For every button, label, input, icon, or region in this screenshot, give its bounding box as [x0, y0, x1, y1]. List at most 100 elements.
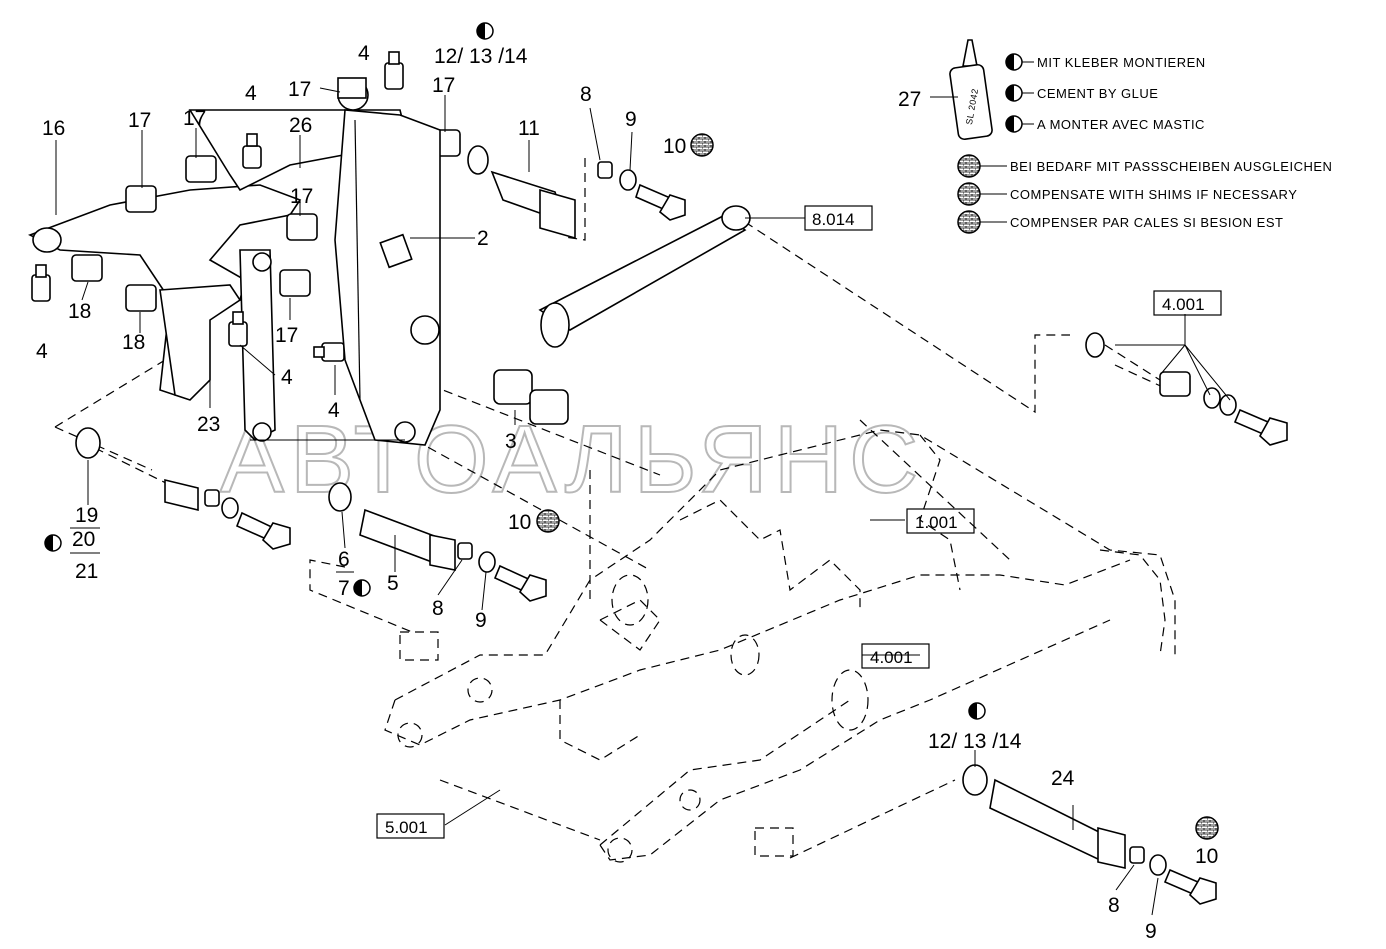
glue-half-icon [968, 702, 986, 720]
callout-10: 10 [1195, 845, 1218, 868]
shim-icon [690, 133, 714, 157]
loader-frame-outline [384, 429, 1176, 863]
pin-19-21 [94, 447, 199, 512]
callout-23: 23 [197, 413, 220, 436]
ref-1001-label: 1.001 [915, 513, 958, 532]
legend-glue-en: CEMENT BY GLUE [1037, 86, 1158, 101]
shim-icon [957, 182, 981, 206]
bushing-17-b [185, 155, 217, 183]
callout-18: 18 [122, 331, 145, 354]
washer-left [221, 497, 239, 519]
washer-6 [328, 482, 352, 512]
callout-5: 5 [387, 572, 399, 595]
ref-box-4001-mid [861, 643, 930, 669]
bushing-17-a [125, 185, 157, 213]
shim-icon [957, 154, 981, 178]
callout-2: 2 [477, 227, 489, 250]
washer-12-top [467, 145, 489, 175]
grease-nipple-left-top [242, 133, 262, 169]
glue-bottle-icon: SL 2042 [949, 39, 993, 141]
callout-20: 20 [72, 528, 95, 551]
callout-10: 10 [508, 511, 531, 534]
bushing-18-a [71, 254, 103, 282]
bolt-head-left [261, 522, 291, 550]
bolt-head-10-mid [518, 574, 547, 602]
glue-half-icon [353, 579, 371, 597]
ref-8014-label: 8.014 [812, 210, 855, 229]
callout-6: 6 [338, 548, 350, 571]
spacer-8-mid [457, 542, 473, 560]
glue-half-icon [1005, 53, 1023, 71]
callout-21: 21 [75, 560, 98, 583]
pin-11 [490, 170, 576, 240]
legend-glue-de: MIT KLEBER MONTIEREN [1037, 55, 1206, 70]
callout-24: 24 [1051, 767, 1075, 790]
callout-17: 17 [288, 78, 311, 101]
washer-4001-detail-3 [1219, 394, 1237, 416]
ref-box-5001 [376, 813, 445, 839]
callout-17: 17 [432, 74, 455, 97]
grease-nipples [31, 51, 404, 362]
glue-half-icon [44, 534, 62, 552]
callout-19: 19 [75, 504, 98, 527]
grease-nipple-center [228, 311, 248, 347]
legend-shim-de: BEI BEDARF MIT PASSSCHEIBEN AUSGLEICHEN [1010, 159, 1332, 174]
pins [94, 170, 1126, 869]
washer-9-bottom [1149, 854, 1167, 876]
watermark-text: АВТОАЛЬЯНС [220, 406, 924, 513]
ref-box-1001 [906, 508, 975, 534]
callout-18: 18 [68, 300, 91, 323]
bolt-head-10-top [658, 194, 686, 221]
bushing-18-b [125, 284, 157, 312]
callout-4: 4 [328, 399, 340, 422]
washer-19 [75, 427, 101, 459]
ref-box-8014 [804, 205, 873, 231]
washer-9-mid [478, 551, 496, 573]
spacer-left [204, 489, 220, 507]
bushing-3-b [529, 389, 569, 425]
bushing-17-d [279, 269, 311, 297]
washer-12-bottom [962, 764, 988, 796]
washer-4001-detail-2 [1203, 387, 1221, 409]
legend-glue-fr: A MONTER AVEC MASTIC [1037, 117, 1205, 132]
callout-4: 4 [281, 366, 293, 389]
hydraulic-cylinder-part [538, 205, 751, 348]
bushing-3-a [493, 369, 533, 405]
callout-7: 7 [338, 577, 350, 600]
glue-half-icon [1005, 115, 1023, 133]
callout-17: 17 [183, 107, 206, 130]
glue-half-icon [476, 22, 494, 40]
shim-icon [957, 210, 981, 234]
callout-17: 17 [290, 185, 313, 208]
spacer-8-bottom [1129, 846, 1145, 864]
grease-nipple-arm [313, 342, 345, 362]
callout-numbers: 16 17 17 17 17 17 17 26 4 4 4 4 4 12/ 13… [36, 42, 1218, 943]
bolt-head-10-bottom [1188, 877, 1217, 905]
bolt-head-4001-detail [1258, 417, 1288, 446]
callout-11: 11 [518, 117, 540, 140]
callout-4: 4 [358, 42, 370, 65]
legend-shim-fr: COMPENSER PAR CALES SI BESION EST [1010, 215, 1283, 230]
shim-icon [1195, 816, 1219, 840]
ref-4001-top-label: 4.001 [1162, 295, 1205, 314]
grease-nipple-left [31, 264, 51, 302]
callout-3: 3 [505, 430, 517, 453]
grease-nipple-top [384, 51, 404, 90]
callout-4: 4 [245, 82, 257, 105]
washer-4001-detail [1085, 332, 1105, 358]
callout-8: 8 [580, 83, 592, 106]
washer-9-top [619, 169, 637, 191]
callout-8: 8 [432, 597, 444, 620]
leader-lines [55, 87, 1231, 916]
bushing-4001-detail [1159, 371, 1191, 397]
callout-26: 26 [289, 114, 312, 137]
callout-17: 17 [275, 324, 298, 347]
bushing-parts [71, 77, 569, 425]
callout-12-13-14: 12/ 13 /14 [928, 730, 1022, 753]
pin-5 [359, 508, 456, 571]
ref-4001-mid-label: 4.001 [870, 648, 913, 667]
bushing-17-top [337, 77, 369, 111]
callout-4: 4 [36, 340, 48, 363]
callout-17: 17 [128, 109, 151, 132]
washers-and-bolts [75, 145, 1288, 905]
